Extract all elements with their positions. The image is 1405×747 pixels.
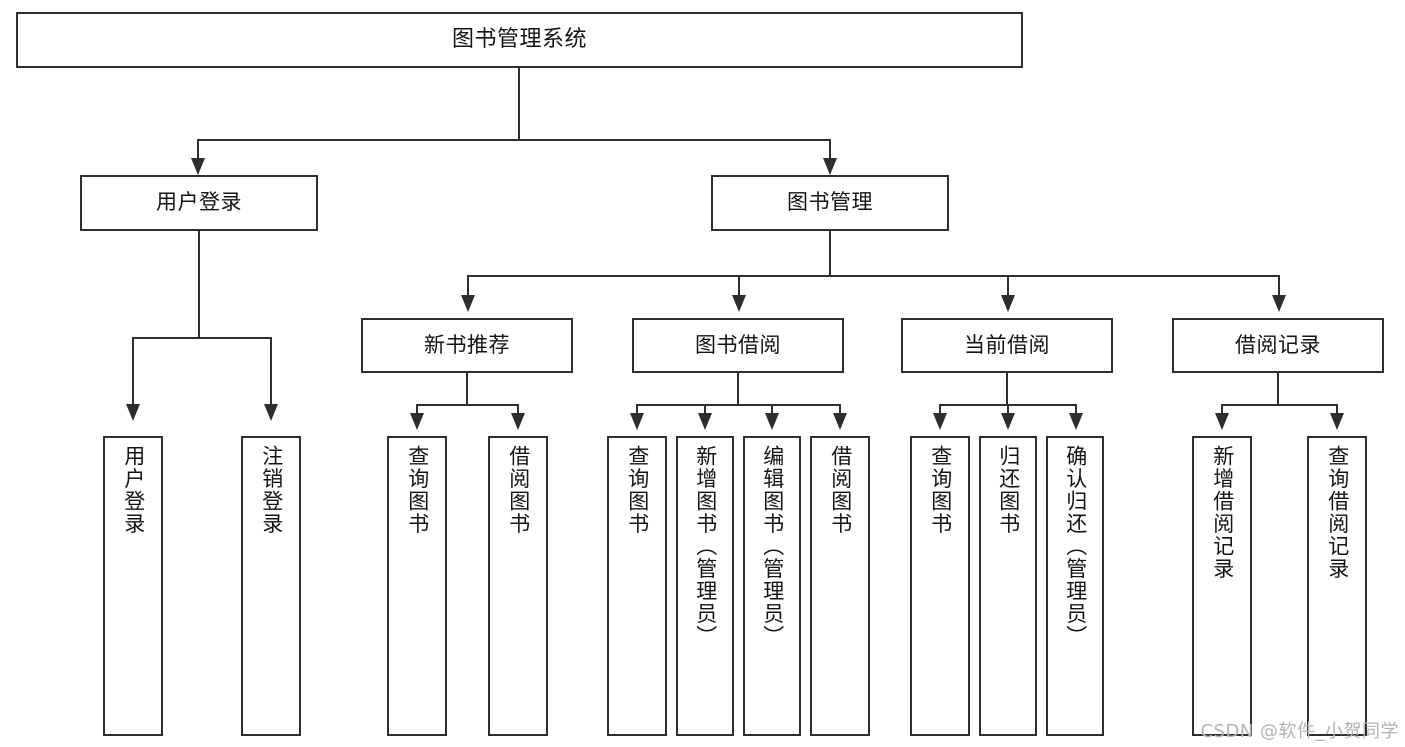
connector-nbr-bus bbox=[417, 404, 519, 406]
node-label: 确认归还（管理员） bbox=[1063, 445, 1088, 648]
arrow-user-login bbox=[191, 158, 205, 175]
leaf-add-book[interactable]: 新增图书（管理员） bbox=[676, 436, 734, 736]
connector-drop-leaf-user-login bbox=[132, 337, 134, 409]
connector-drop-borrow-book-2 bbox=[839, 404, 841, 418]
connector-drop-book-borrow bbox=[738, 275, 740, 301]
node-root-system[interactable]: 图书管理系统 bbox=[16, 12, 1023, 68]
node-label: 用户登录 bbox=[121, 445, 146, 535]
connector-level3-bus bbox=[468, 275, 1280, 277]
leaf-user-login[interactable]: 用户登录 bbox=[103, 436, 163, 736]
leaf-query-book-3[interactable]: 查询图书 bbox=[910, 436, 970, 736]
leaf-confirm-return[interactable]: 确认归还（管理员） bbox=[1046, 436, 1104, 736]
node-label: 注销登录 bbox=[259, 445, 284, 535]
connector-root-stem bbox=[518, 68, 520, 141]
leaf-borrow-book-2[interactable]: 借阅图书 bbox=[810, 436, 870, 736]
arrow-return-book bbox=[1001, 413, 1015, 430]
arrow-borrow-record bbox=[1272, 295, 1286, 312]
connector-drop-add-record bbox=[1221, 404, 1223, 418]
node-label: 新书推荐 bbox=[424, 332, 510, 357]
node-label: 编辑图书（管理员） bbox=[760, 445, 785, 648]
connector-br-bus bbox=[1222, 404, 1337, 406]
connector-cb-stem bbox=[1006, 373, 1008, 406]
connector-drop-return-book bbox=[1007, 404, 1009, 418]
node-label: 查询借阅记录 bbox=[1325, 445, 1350, 580]
arrow-leaf-user-login bbox=[126, 404, 140, 421]
node-label: 借阅图书 bbox=[828, 445, 853, 535]
connector-drop-borrow-book-1 bbox=[517, 404, 519, 418]
arrow-edit-book bbox=[765, 413, 779, 430]
connector-drop-add-book bbox=[704, 404, 706, 418]
arrow-confirm-return bbox=[1069, 413, 1083, 430]
csdn-watermark: CSDN @软件_小贺同学 bbox=[1200, 721, 1399, 742]
connector-bb-stem bbox=[737, 373, 739, 406]
node-label: 新增图书（管理员） bbox=[693, 445, 718, 648]
arrow-query-record bbox=[1330, 413, 1344, 430]
connector-drop-new-book-recommend bbox=[467, 275, 469, 301]
connector-drop-current-borrow bbox=[1007, 275, 1009, 301]
leaf-query-book-1[interactable]: 查询图书 bbox=[387, 436, 447, 736]
node-new-book-recommend[interactable]: 新书推荐 bbox=[361, 318, 573, 373]
connector-bb-bus bbox=[637, 404, 840, 406]
connector-drop-query-record bbox=[1336, 404, 1338, 418]
connector-nbr-stem bbox=[466, 373, 468, 406]
node-label: 借阅图书 bbox=[506, 445, 531, 535]
connector-br-stem bbox=[1277, 373, 1279, 406]
leaf-add-record[interactable]: 新增借阅记录 bbox=[1192, 436, 1252, 736]
node-label: 用户登录 bbox=[156, 190, 242, 215]
leaf-return-book[interactable]: 归还图书 bbox=[979, 436, 1037, 736]
arrow-add-book bbox=[698, 413, 712, 430]
arrow-borrow-book-1 bbox=[511, 413, 525, 430]
connector-drop-user-login bbox=[197, 139, 199, 164]
connector-drop-book-manage bbox=[829, 139, 831, 164]
leaf-edit-book[interactable]: 编辑图书（管理员） bbox=[743, 436, 801, 736]
node-label: 当前借阅 bbox=[964, 332, 1050, 357]
node-book-borrow[interactable]: 图书借阅 bbox=[632, 318, 844, 373]
leaf-logout[interactable]: 注销登录 bbox=[241, 436, 301, 736]
connector-drop-borrow-record bbox=[1278, 275, 1280, 301]
connector-drop-query-book-3 bbox=[939, 404, 941, 418]
node-label: 借阅记录 bbox=[1235, 332, 1321, 357]
node-current-borrow[interactable]: 当前借阅 bbox=[901, 318, 1113, 373]
arrow-new-book-recommend bbox=[461, 295, 475, 312]
connector-user-login-bus bbox=[133, 337, 272, 339]
arrow-book-borrow bbox=[732, 295, 746, 312]
connector-drop-query-book-1 bbox=[416, 404, 418, 418]
arrow-query-book-2 bbox=[630, 413, 644, 430]
connector-drop-query-book-2 bbox=[636, 404, 638, 418]
node-borrow-record[interactable]: 借阅记录 bbox=[1172, 318, 1384, 373]
leaf-query-record[interactable]: 查询借阅记录 bbox=[1307, 436, 1367, 736]
connector-drop-leaf-logout bbox=[270, 337, 272, 409]
arrow-book-manage bbox=[823, 158, 837, 175]
arrow-leaf-logout bbox=[264, 404, 278, 421]
node-label: 查询图书 bbox=[928, 445, 953, 535]
connector-level2-bus bbox=[198, 139, 831, 141]
node-label: 新增借阅记录 bbox=[1210, 445, 1235, 580]
node-label: 图书管理 bbox=[787, 190, 873, 215]
node-label: 图书借阅 bbox=[695, 332, 781, 357]
connector-user-login-stem bbox=[198, 231, 200, 339]
node-label: 归还图书 bbox=[996, 445, 1021, 535]
node-user-login[interactable]: 用户登录 bbox=[80, 175, 318, 231]
leaf-borrow-book-1[interactable]: 借阅图书 bbox=[488, 436, 548, 736]
arrow-query-book-1 bbox=[410, 413, 424, 430]
arrow-borrow-book-2 bbox=[833, 413, 847, 430]
leaf-query-book-2[interactable]: 查询图书 bbox=[607, 436, 667, 736]
node-label: 查询图书 bbox=[405, 445, 430, 535]
connector-book-manage-stem bbox=[829, 231, 831, 277]
arrow-current-borrow bbox=[1001, 295, 1015, 312]
connector-drop-confirm-return bbox=[1075, 404, 1077, 418]
node-label: 图书管理系统 bbox=[451, 26, 587, 52]
connector-drop-edit-book bbox=[771, 404, 773, 418]
arrow-query-book-3 bbox=[933, 413, 947, 430]
arrow-add-record bbox=[1215, 413, 1229, 430]
node-label: 查询图书 bbox=[625, 445, 650, 535]
node-book-manage[interactable]: 图书管理 bbox=[711, 175, 949, 231]
